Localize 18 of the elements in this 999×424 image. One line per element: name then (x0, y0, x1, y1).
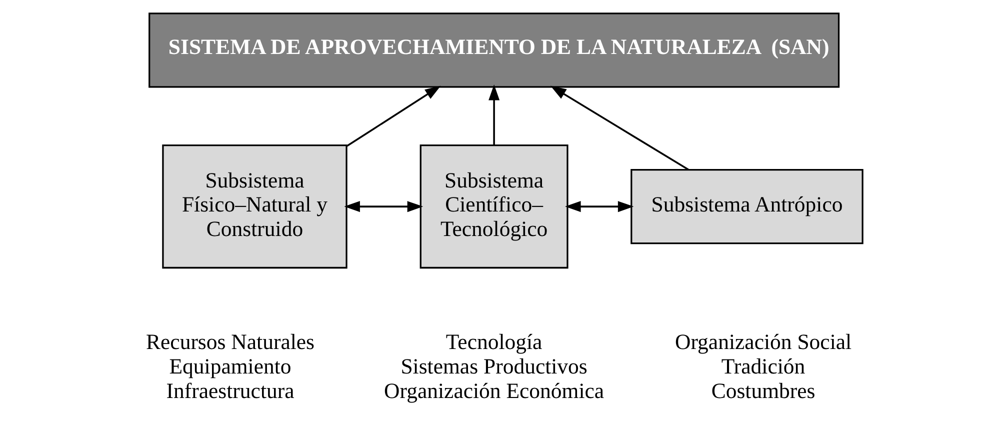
arrow (346, 86, 441, 147)
node-label: Organización Social (675, 330, 852, 354)
node-label: Recursos Naturales (146, 330, 315, 354)
node-box: Subsistema Físico–Natural y Construido (162, 144, 348, 269)
node-box: Subsistema Antrópico (630, 169, 864, 244)
node-label: Infraestructura (166, 379, 294, 404)
node-box: SISTEMA DE APROVECHAMIENTO DE LA NATURALEZA (SAN) (148, 12, 840, 88)
node-label: Tradición (721, 354, 806, 379)
node-label: Tecnología (446, 330, 542, 354)
arrow (564, 201, 634, 212)
arrow (344, 201, 424, 212)
node-box: Subsistema Científico–Tecnológico (420, 144, 568, 269)
node-label: Sistemas Productivos (400, 354, 588, 379)
node-label: Costumbres (711, 379, 816, 404)
node-label: Organización Económica (384, 379, 604, 404)
node-label: Equipamiento (169, 354, 292, 379)
arrow (550, 86, 690, 170)
arrow (488, 84, 500, 146)
